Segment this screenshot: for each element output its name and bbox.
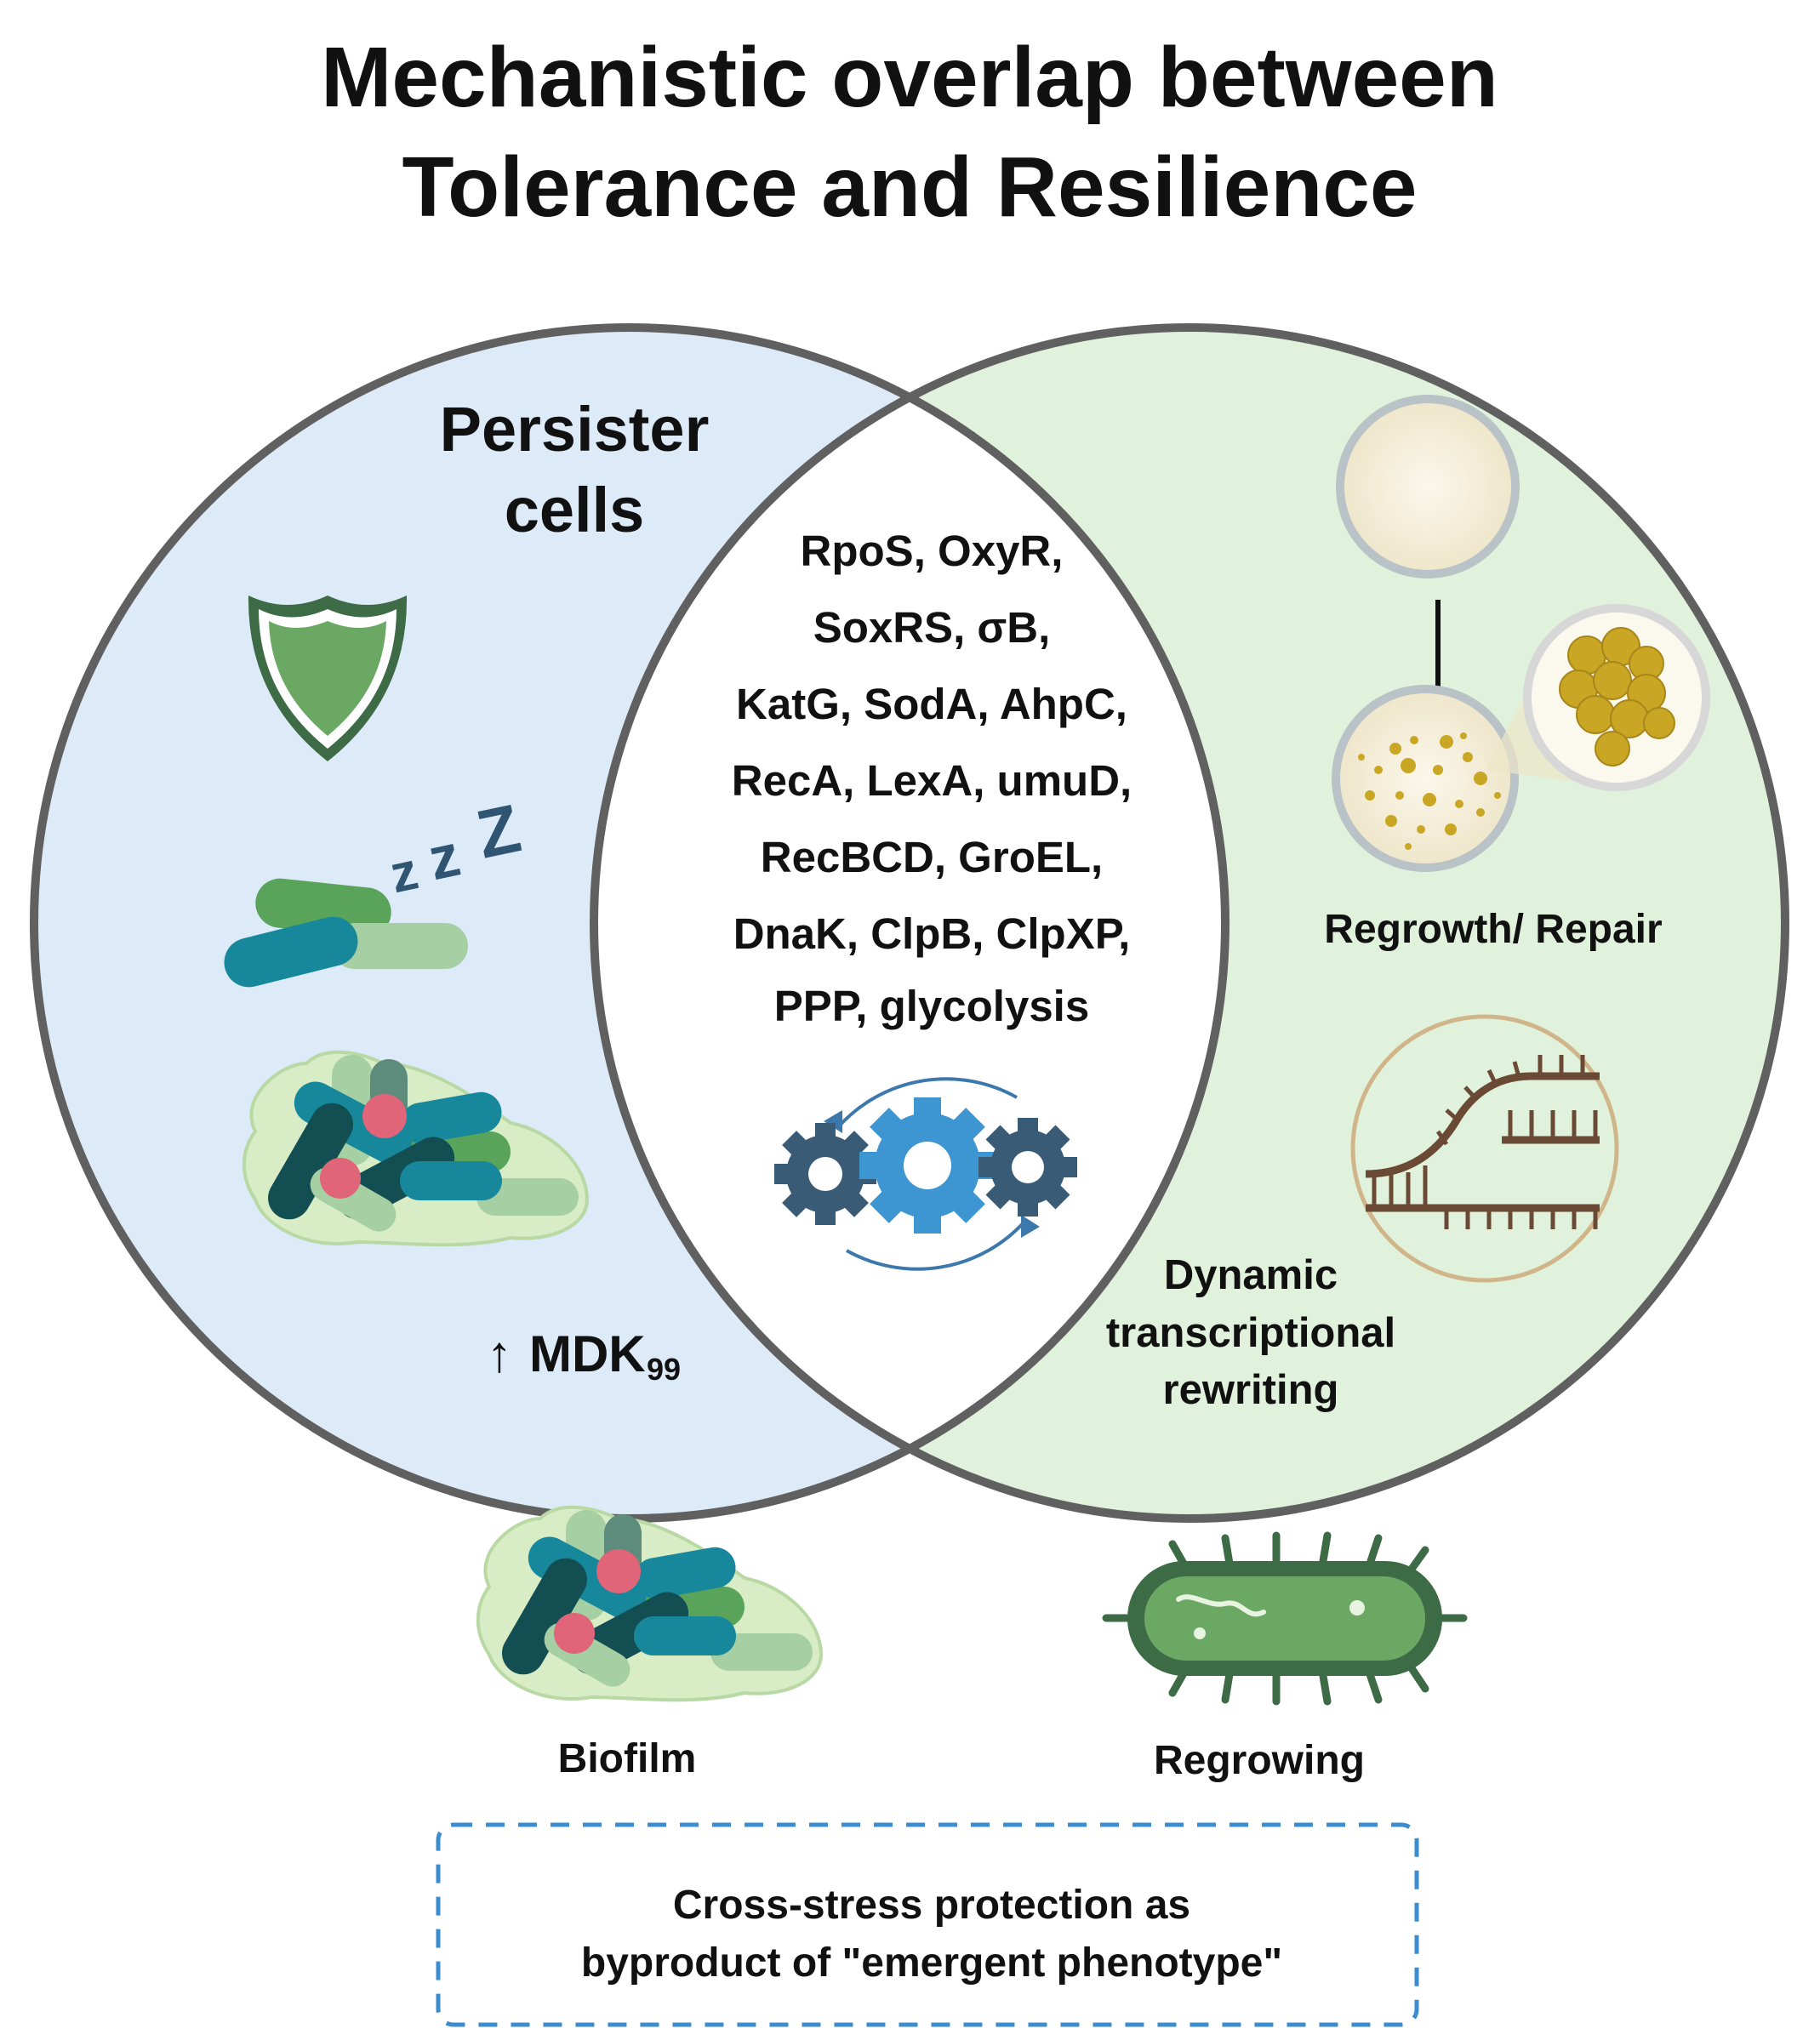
mdk99-label: ↑ MDK 99	[487, 1325, 681, 1387]
note-line-2: byproduct of "emergent phenotype"	[581, 1940, 1282, 1986]
overlap-region	[594, 328, 1225, 1519]
biofilm-label: Biofilm	[558, 1736, 697, 1781]
persister-label-line-1: Persister	[440, 394, 710, 464]
mdk-arrow: ↑	[487, 1325, 512, 1382]
mdk-subscript: 99	[647, 1352, 681, 1387]
resilience-circle-outline	[590, 323, 1789, 1523]
gene-line: PPP, glycolysis	[774, 982, 1089, 1030]
gene-line: RecA, LexA, umuD,	[732, 756, 1132, 805]
mdk-text: MDK	[529, 1325, 646, 1382]
gene-line: RecBCD, GroEL,	[761, 833, 1103, 881]
regrowth-repair-label: Regrowth/ Repair	[1324, 907, 1662, 952]
dna-transcription-icon	[1350, 1014, 1619, 1283]
overlap-gene-list: RpoS, OxyR, SoxRS, σB, KatG, SodA, AhpC,…	[732, 527, 1132, 1030]
gene-line: SoxRS, σB,	[813, 603, 1051, 652]
gene-line: KatG, SodA, AhpC,	[736, 680, 1127, 728]
persister-label-line-2: cells	[505, 475, 645, 545]
bacterium-icon	[1102, 1531, 1468, 1706]
gene-line: DnaK, ClpB, ClpXP,	[733, 909, 1131, 958]
gears-icon	[774, 1077, 1077, 1271]
transcription-label-line-2: transcriptional	[1106, 1310, 1395, 1356]
transcription-label-line-1: Dynamic	[1164, 1252, 1338, 1298]
note-line-1: Cross-stress protection as	[673, 1883, 1190, 1928]
title-line-2: Tolerance and Resilience	[402, 140, 1417, 235]
transcription-label-line-3: rewriting	[1163, 1367, 1339, 1413]
regrowing-label: Regrowing	[1154, 1738, 1365, 1783]
shield-icon	[248, 595, 408, 761]
biofilm-icon-left	[242, 1050, 590, 1247]
title-line-1: Mechanistic overlap between	[321, 30, 1498, 125]
colony-zoom-icon	[1485, 604, 1710, 791]
biofilm-icon-bottom	[476, 1505, 824, 1702]
gene-line: RpoS, OxyR,	[801, 527, 1064, 575]
petri-dish-icon	[1332, 395, 1520, 872]
